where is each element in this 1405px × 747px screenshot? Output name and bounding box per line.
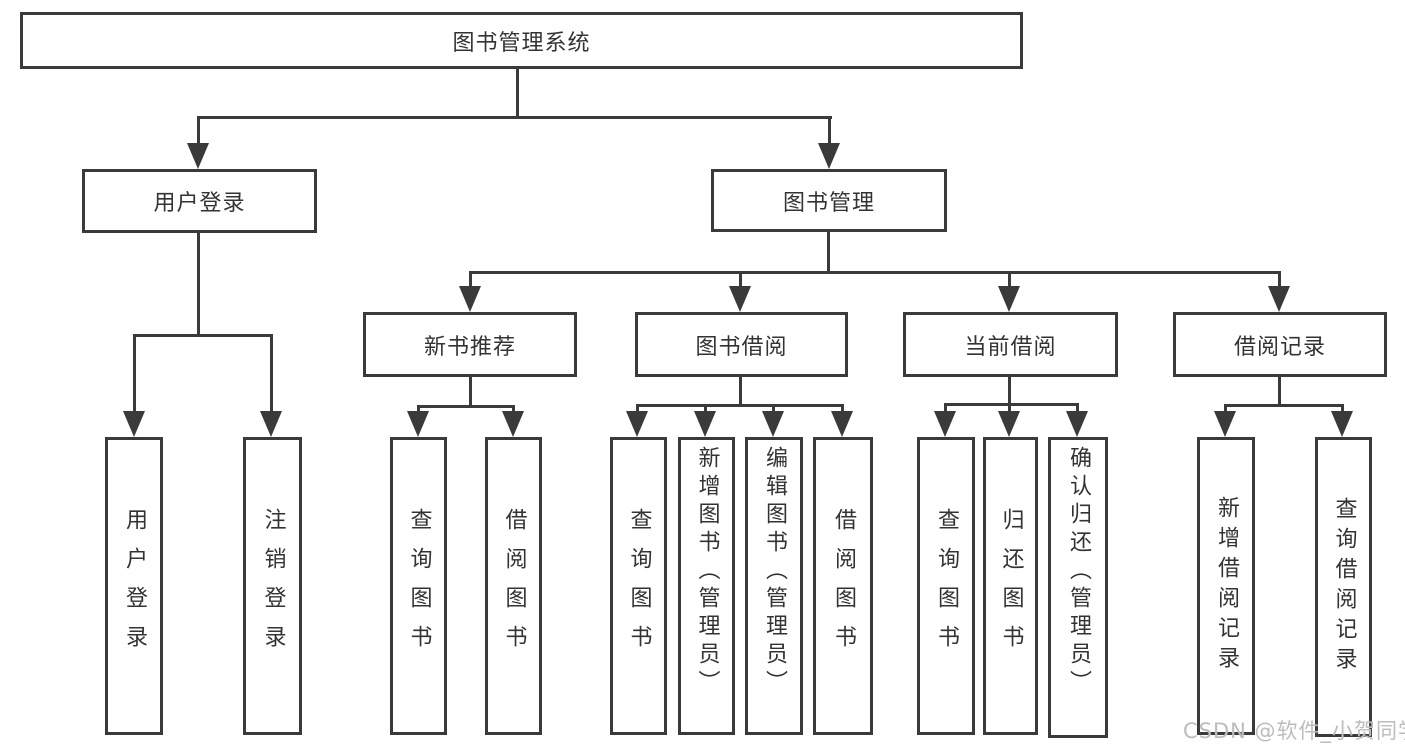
leaf-logout-label: 注销登录 <box>260 508 286 664</box>
connector-line <box>270 334 273 414</box>
node-current-borrow: 当前借阅 <box>903 312 1118 377</box>
arrow-down-icon <box>187 143 209 169</box>
arrow-down-icon <box>1066 411 1088 437</box>
arrow-down-icon <box>1331 411 1353 437</box>
node-book-borrow: 图书借阅 <box>635 312 848 377</box>
leaf-add-borrow-record: 新增借阅记录 <box>1197 437 1255 735</box>
leaf-return-books: 归还图书 <box>983 437 1038 735</box>
arrow-down-icon <box>260 411 282 437</box>
arrow-down-icon <box>998 286 1020 312</box>
arrow-down-icon <box>123 411 145 437</box>
connector-line <box>944 403 947 415</box>
connector-line <box>469 271 472 288</box>
connector-line <box>1224 404 1344 407</box>
leaf-add-book-admin-label: 新增图书（管理员） <box>694 446 720 698</box>
connector-line <box>197 116 200 147</box>
leaf-edit-book-admin: 编辑图书（管理员） <box>745 437 803 735</box>
connector-line <box>417 405 515 408</box>
leaf-add-borrow-record-label: 新增借阅记录 <box>1214 496 1239 676</box>
connector-line <box>1224 404 1227 415</box>
leaf-edit-book-admin-label: 编辑图书（管理员） <box>762 446 787 698</box>
node-root-label: 图书管理系统 <box>452 30 591 56</box>
leaf-user-login: 用户登录 <box>105 437 163 735</box>
arrow-down-icon <box>626 411 648 437</box>
node-new-book-recommend-label: 新书推荐 <box>423 334 516 360</box>
connector-line <box>1278 377 1281 407</box>
connector-line <box>739 377 742 407</box>
connector-line <box>772 404 775 415</box>
csdn-watermark: CSDN @软件_小贺同学 <box>1183 719 1405 743</box>
leaf-query-borrow-record: 查询借阅记录 <box>1315 437 1372 737</box>
arrow-down-icon <box>1268 286 1290 312</box>
node-book-management-label: 图书管理 <box>782 190 875 216</box>
arrow-down-icon <box>831 411 853 437</box>
node-borrow-records-label: 借阅记录 <box>1233 334 1326 360</box>
node-user-login: 用户登录 <box>82 169 317 233</box>
leaf-confirm-return-admin: 确认归还（管理员） <box>1048 437 1108 738</box>
connector-line <box>1278 271 1281 288</box>
arrow-down-icon <box>998 411 1020 437</box>
connector-line <box>944 403 1079 406</box>
leaf-current-query-books-label: 查询图书 <box>934 508 959 664</box>
connector-line <box>827 232 830 274</box>
arrow-down-icon <box>729 286 751 312</box>
connector-line <box>841 404 844 415</box>
connector-line <box>197 116 832 119</box>
connector-line <box>739 271 742 288</box>
leaf-current-query-books: 查询图书 <box>917 437 975 735</box>
leaf-user-login-label: 用户登录 <box>122 508 147 664</box>
connector-line <box>512 405 515 415</box>
connector-line <box>133 334 136 414</box>
leaf-confirm-return-admin-label: 确认归还（管理员） <box>1066 446 1091 698</box>
connector-line <box>133 334 273 337</box>
arrow-down-icon <box>459 286 481 312</box>
connector-line <box>1008 403 1011 415</box>
leaf-recommend-borrow-books: 借阅图书 <box>485 437 542 735</box>
connector-line <box>469 377 472 408</box>
connector-line <box>417 405 420 415</box>
arrow-down-icon <box>1214 411 1236 437</box>
leaf-recommend-query-books-label: 查询图书 <box>406 508 432 664</box>
connector-line <box>636 404 639 415</box>
connector-line <box>469 271 1281 274</box>
arrow-down-icon <box>694 411 716 437</box>
leaf-add-book-admin: 新增图书（管理员） <box>678 437 735 735</box>
connector-line <box>1076 403 1079 415</box>
connector-line <box>197 233 200 336</box>
leaf-recommend-borrow-books-label: 借阅图书 <box>501 508 527 664</box>
node-current-borrow-label: 当前借阅 <box>964 334 1057 360</box>
node-borrow-records: 借阅记录 <box>1173 312 1387 377</box>
leaf-borrow-books-label: 借阅图书 <box>831 508 856 664</box>
leaf-return-books-label: 归还图书 <box>998 508 1024 664</box>
connector-line <box>704 404 707 415</box>
connector-line <box>636 404 844 407</box>
node-user-login-label: 用户登录 <box>153 191 246 216</box>
arrow-down-icon <box>762 411 784 437</box>
leaf-query-borrow-record-label: 查询借阅记录 <box>1331 497 1357 677</box>
arrow-down-icon <box>502 411 524 437</box>
connector-line <box>1008 377 1011 406</box>
node-root: 图书管理系统 <box>20 12 1023 69</box>
arrow-down-icon <box>407 411 429 437</box>
leaf-borrow-books: 借阅图书 <box>813 437 873 735</box>
leaf-recommend-query-books: 查询图书 <box>390 437 447 735</box>
connector-line <box>1008 271 1011 288</box>
node-new-book-recommend: 新书推荐 <box>363 312 577 377</box>
connector-line <box>828 116 831 147</box>
node-book-management: 图书管理 <box>711 169 947 232</box>
arrow-down-icon <box>934 411 956 437</box>
connector-line <box>516 68 519 119</box>
connector-line <box>1341 404 1344 415</box>
node-book-borrow-label: 图书借阅 <box>695 334 788 360</box>
leaf-borrow-query-books-label: 查询图书 <box>626 508 652 664</box>
arrow-down-icon <box>818 143 840 169</box>
leaf-logout: 注销登录 <box>243 437 302 735</box>
leaf-borrow-query-books: 查询图书 <box>610 437 667 735</box>
